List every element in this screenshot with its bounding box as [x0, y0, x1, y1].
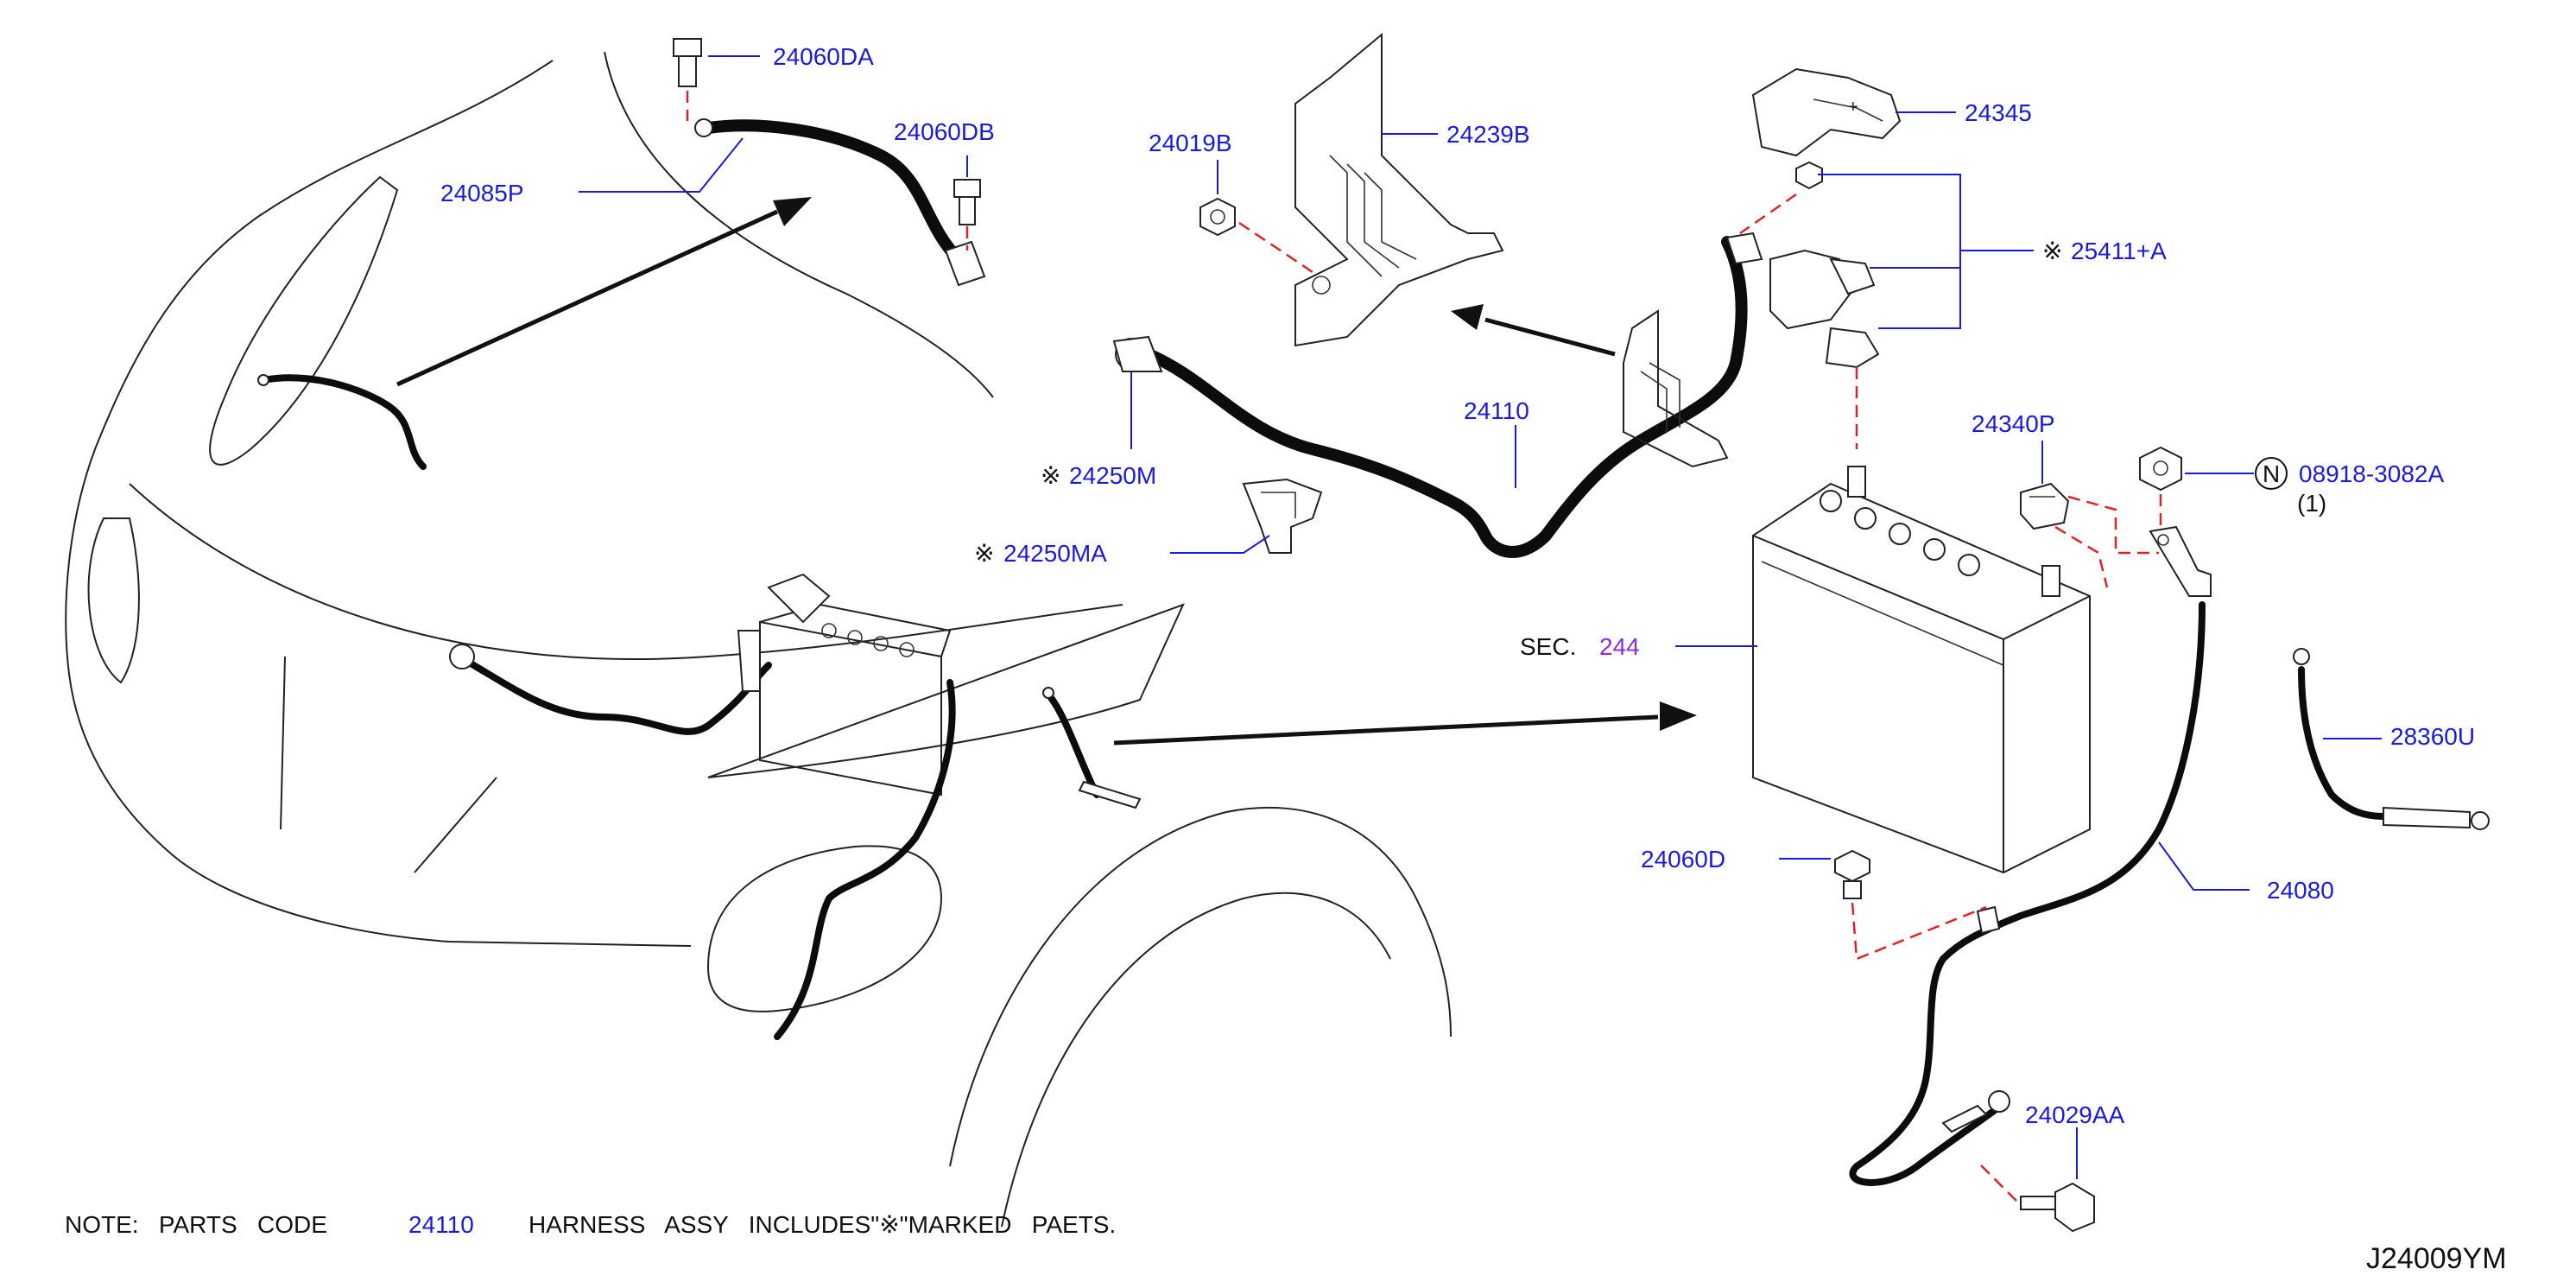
part-labels: 24060DA 24060DB 24085P 24019B 24239B 243… [440, 43, 2475, 1128]
bolt-24060D [1779, 849, 1987, 961]
label-24080: 24080 [2267, 877, 2334, 904]
label-24019B: 24019B [1149, 130, 1232, 156]
label-24060DB: 24060DB [894, 118, 995, 145]
bracket-24239B [1294, 32, 1504, 347]
mark-24250MA: ※ [974, 540, 994, 567]
label-24029AA: 24029AA [2025, 1101, 2125, 1128]
bolt-24060DA [673, 38, 760, 121]
label-08918-3082A: 08918-3082A [2299, 460, 2444, 487]
harness-24110 [1112, 232, 1763, 558]
vehicle-battery-assembly [449, 573, 1142, 1040]
cable-28360U [2293, 648, 2490, 830]
mark-25411A: ※ [2042, 238, 2062, 264]
bolt-24060DB [953, 155, 981, 251]
cable-24085P [257, 118, 986, 470]
arrow-to-battery-inset [1113, 701, 1697, 746]
diagram-id: J24009YM [2366, 1242, 2507, 1275]
label-25411A: 25411+A [2071, 238, 2167, 264]
connector-24250MA [1170, 478, 1323, 554]
vehicle-outline [65, 51, 1452, 1228]
terminal-24340P [2020, 441, 2159, 588]
note-suffix: HARNESS ASSY INCLUDES"※"MARKED PAETS. [528, 1211, 1116, 1238]
label-qty: (1) [2297, 490, 2326, 517]
ground-cable-24080 [1849, 525, 2250, 1186]
note-code: 24110 [408, 1211, 474, 1238]
label-24060DA: 24060DA [773, 43, 874, 70]
label-n: N [2263, 460, 2280, 487]
svg-text:+: + [1848, 98, 1858, 117]
label-28360U: 28360U [2390, 723, 2475, 750]
label-24340P: 24340P [1972, 410, 2055, 437]
label-24085P: 24085P [440, 180, 524, 206]
battery [1675, 466, 2091, 874]
footer-note: NOTE: PARTS CODE 24110 HARNESS ASSY INCL… [65, 1211, 1116, 1238]
label-24060D: 24060D [1641, 846, 1725, 873]
label-24345: 24345 [1965, 99, 2032, 126]
nut-24019B [1199, 160, 1313, 274]
bolt-24029AA [1977, 1127, 2095, 1233]
cover-24345: + [1751, 67, 1956, 157]
label-24250MA: 24250MA [1003, 540, 1107, 567]
label-24250M: 24250M [1069, 462, 1156, 489]
note-prefix: NOTE: PARTS CODE [65, 1211, 327, 1238]
label-sec: SEC. [1520, 633, 1576, 660]
label-24239B: 24239B [1446, 121, 1530, 148]
label-sec-number: 244 [1599, 633, 1640, 660]
arrow-to-cable-inset [396, 197, 812, 387]
mark-24250M: ※ [1041, 462, 1060, 489]
terminal-25411A [1739, 161, 2034, 449]
label-24110: 24110 [1464, 397, 1529, 424]
nut-08918-3082A [2139, 446, 2288, 536]
leader-24085P [579, 137, 744, 193]
arrow-to-bracket [1451, 304, 1616, 357]
